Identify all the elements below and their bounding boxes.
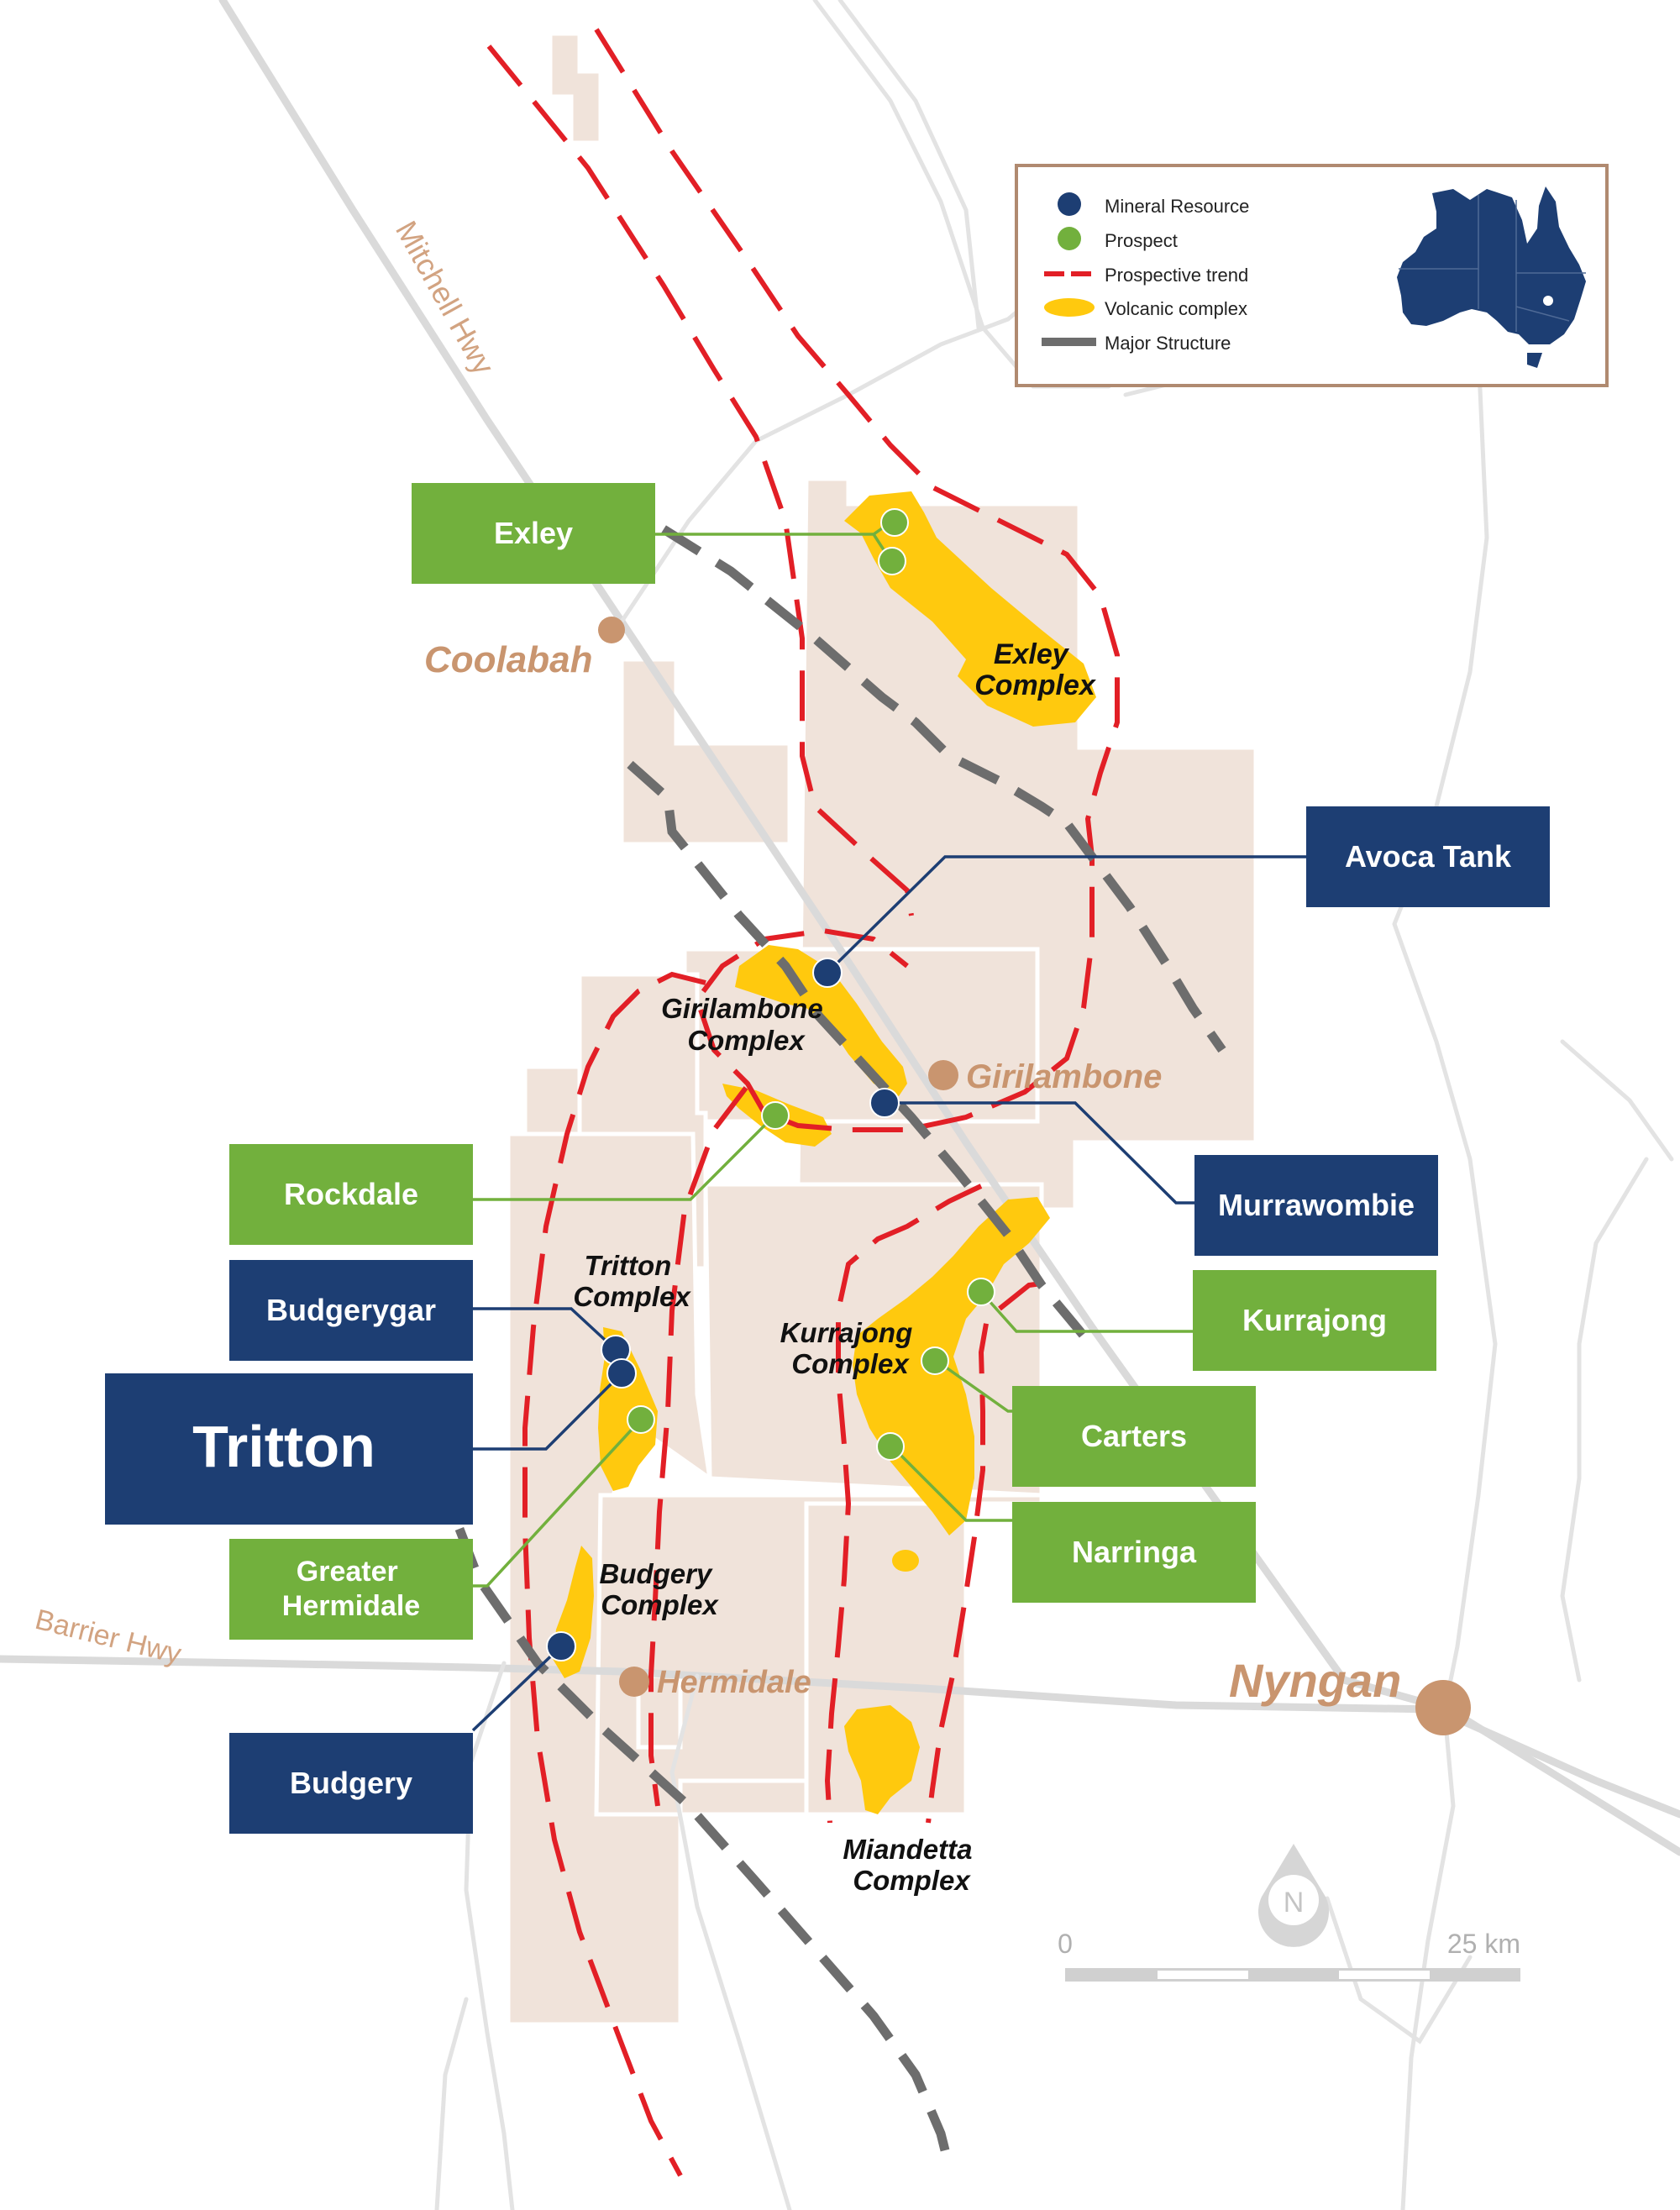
narringa-box[interactable]: Narringa bbox=[1012, 1502, 1256, 1603]
murrawombie-box[interactable]: Murrawombie bbox=[1194, 1155, 1438, 1256]
narringa-leader bbox=[890, 1445, 1012, 1522]
scale-start-label: 0 bbox=[1058, 1929, 1073, 1959]
nyngan-label: Nyngan bbox=[1229, 1654, 1401, 1707]
exley-complex-label: Exley Complex bbox=[974, 638, 1097, 701]
svg-text:Murrawombie: Murrawombie bbox=[1218, 1188, 1415, 1222]
avoca-tank-resource-marker[interactable] bbox=[812, 958, 843, 988]
svg-text:Rockdale: Rockdale bbox=[284, 1177, 418, 1211]
murrawombie-leader bbox=[885, 1101, 1194, 1205]
svg-text:Volcanic complex: Volcanic complex bbox=[1105, 298, 1247, 319]
girilambone-town-marker[interactable] bbox=[928, 1060, 958, 1090]
inset-location-marker bbox=[1543, 296, 1553, 306]
kurrajong-prospect-marker[interactable] bbox=[967, 1278, 995, 1306]
svg-text:Exley: Exley bbox=[494, 516, 573, 550]
legend-prospect-icon bbox=[1058, 227, 1081, 250]
narringa-prospect-marker[interactable] bbox=[876, 1432, 905, 1461]
tritton-box[interactable]: Tritton bbox=[105, 1373, 473, 1525]
exley-prospect-marker[interactable] bbox=[880, 508, 909, 537]
svg-text:Greater Hermidale: Greater Hermidale bbox=[282, 1556, 420, 1622]
exley-prospect-marker-2[interactable] bbox=[878, 547, 906, 575]
svg-text:Mineral Resource: Mineral Resource bbox=[1105, 196, 1249, 217]
miandetta-complex-label: Miandetta Complex bbox=[843, 1834, 979, 1896]
kurrajong-box[interactable]: Kurrajong bbox=[1193, 1270, 1436, 1371]
greater-hermidale-box[interactable]: Greater Hermidale bbox=[229, 1539, 473, 1640]
avoca-tank-leader bbox=[826, 855, 1306, 974]
carters-box[interactable]: Carters bbox=[1012, 1386, 1256, 1487]
tritton-complex-label: Tritton Complex bbox=[573, 1250, 691, 1312]
avoca-tank-box[interactable]: Avoca Tank bbox=[1306, 806, 1550, 907]
australia-inset-map bbox=[1397, 186, 1586, 368]
miandetta-volcanic bbox=[844, 1705, 920, 1814]
svg-text:Carters: Carters bbox=[1081, 1419, 1187, 1453]
svg-text:Prospective trend: Prospective trend bbox=[1105, 265, 1248, 286]
legend: Mineral Resource Prospect Prospective tr… bbox=[1015, 164, 1609, 387]
svg-text:Budgerygar: Budgerygar bbox=[266, 1293, 436, 1327]
legend-volcanic-icon bbox=[1044, 298, 1095, 317]
svg-text:Narringa: Narringa bbox=[1072, 1535, 1197, 1569]
girilambone-volcanic bbox=[735, 945, 907, 1096]
tritton-leader bbox=[473, 1372, 623, 1451]
exley-box[interactable]: Exley bbox=[412, 483, 655, 584]
svg-text:Prospect: Prospect bbox=[1105, 230, 1178, 251]
scale-bar: 0 25 km bbox=[1058, 1929, 1520, 1982]
budgery-resource-marker[interactable] bbox=[546, 1631, 576, 1661]
north-label: N bbox=[1284, 1887, 1305, 1919]
svg-text:Major Structure: Major Structure bbox=[1105, 333, 1231, 354]
tritton-resource-marker[interactable] bbox=[606, 1358, 637, 1388]
greater-hermidale-leader bbox=[473, 1418, 643, 1588]
carters-leader bbox=[935, 1359, 1012, 1413]
hermidale-label: Hermidale bbox=[657, 1665, 811, 1700]
kurrajong-leader bbox=[979, 1290, 1193, 1333]
budgery-box[interactable]: Budgery bbox=[229, 1733, 473, 1834]
roads bbox=[0, 0, 1680, 1856]
girilambone-complex-label: Girilambone Complex bbox=[661, 993, 831, 1056]
deposit-markers bbox=[546, 508, 995, 1661]
greater-hermidale-prospect-marker[interactable] bbox=[627, 1405, 655, 1434]
coolabah-label: Coolabah bbox=[424, 639, 592, 680]
budgery-complex-label: Budgery Complex bbox=[599, 1558, 719, 1620]
complex-labels: Exley Complex Girilambone Complex Tritto… bbox=[573, 638, 1097, 1896]
small-volcanic-1 bbox=[892, 1550, 919, 1572]
north-arrow-icon: N bbox=[1258, 1844, 1330, 1947]
murrawombie-resource-marker[interactable] bbox=[869, 1088, 900, 1118]
budgerygar-box[interactable]: Budgerygar bbox=[229, 1260, 473, 1361]
exley-volcanic bbox=[844, 491, 1096, 727]
svg-text:Budgery: Budgery bbox=[290, 1766, 412, 1800]
kurrajong-complex-label: Kurrajong Complex bbox=[780, 1317, 921, 1379]
budgery-leader bbox=[471, 1645, 563, 1732]
rockdale-prospect-marker[interactable] bbox=[761, 1101, 790, 1130]
carters-prospect-marker[interactable] bbox=[921, 1346, 949, 1375]
scale-end-label: 25 km bbox=[1447, 1929, 1520, 1959]
rockdale-box[interactable]: Rockdale bbox=[229, 1144, 473, 1245]
svg-text:Tritton: Tritton bbox=[192, 1414, 375, 1479]
svg-text:Kurrajong: Kurrajong bbox=[1242, 1303, 1387, 1337]
girilambone-label: Girilambone bbox=[966, 1058, 1162, 1095]
svg-text:Avoca Tank: Avoca Tank bbox=[1345, 839, 1512, 874]
prospective-trends bbox=[486, 28, 1120, 2177]
leader-lines bbox=[471, 521, 1306, 1732]
nyngan-town-marker[interactable] bbox=[1415, 1680, 1471, 1735]
major-structures bbox=[432, 525, 1226, 2152]
rockdale-leader bbox=[473, 1114, 776, 1201]
towns bbox=[598, 617, 1471, 1735]
legend-resource-icon bbox=[1058, 192, 1081, 216]
budgerygar-leader bbox=[473, 1307, 617, 1352]
coolabah-town-marker[interactable] bbox=[598, 617, 625, 643]
hermidale-town-marker[interactable] bbox=[619, 1667, 649, 1697]
